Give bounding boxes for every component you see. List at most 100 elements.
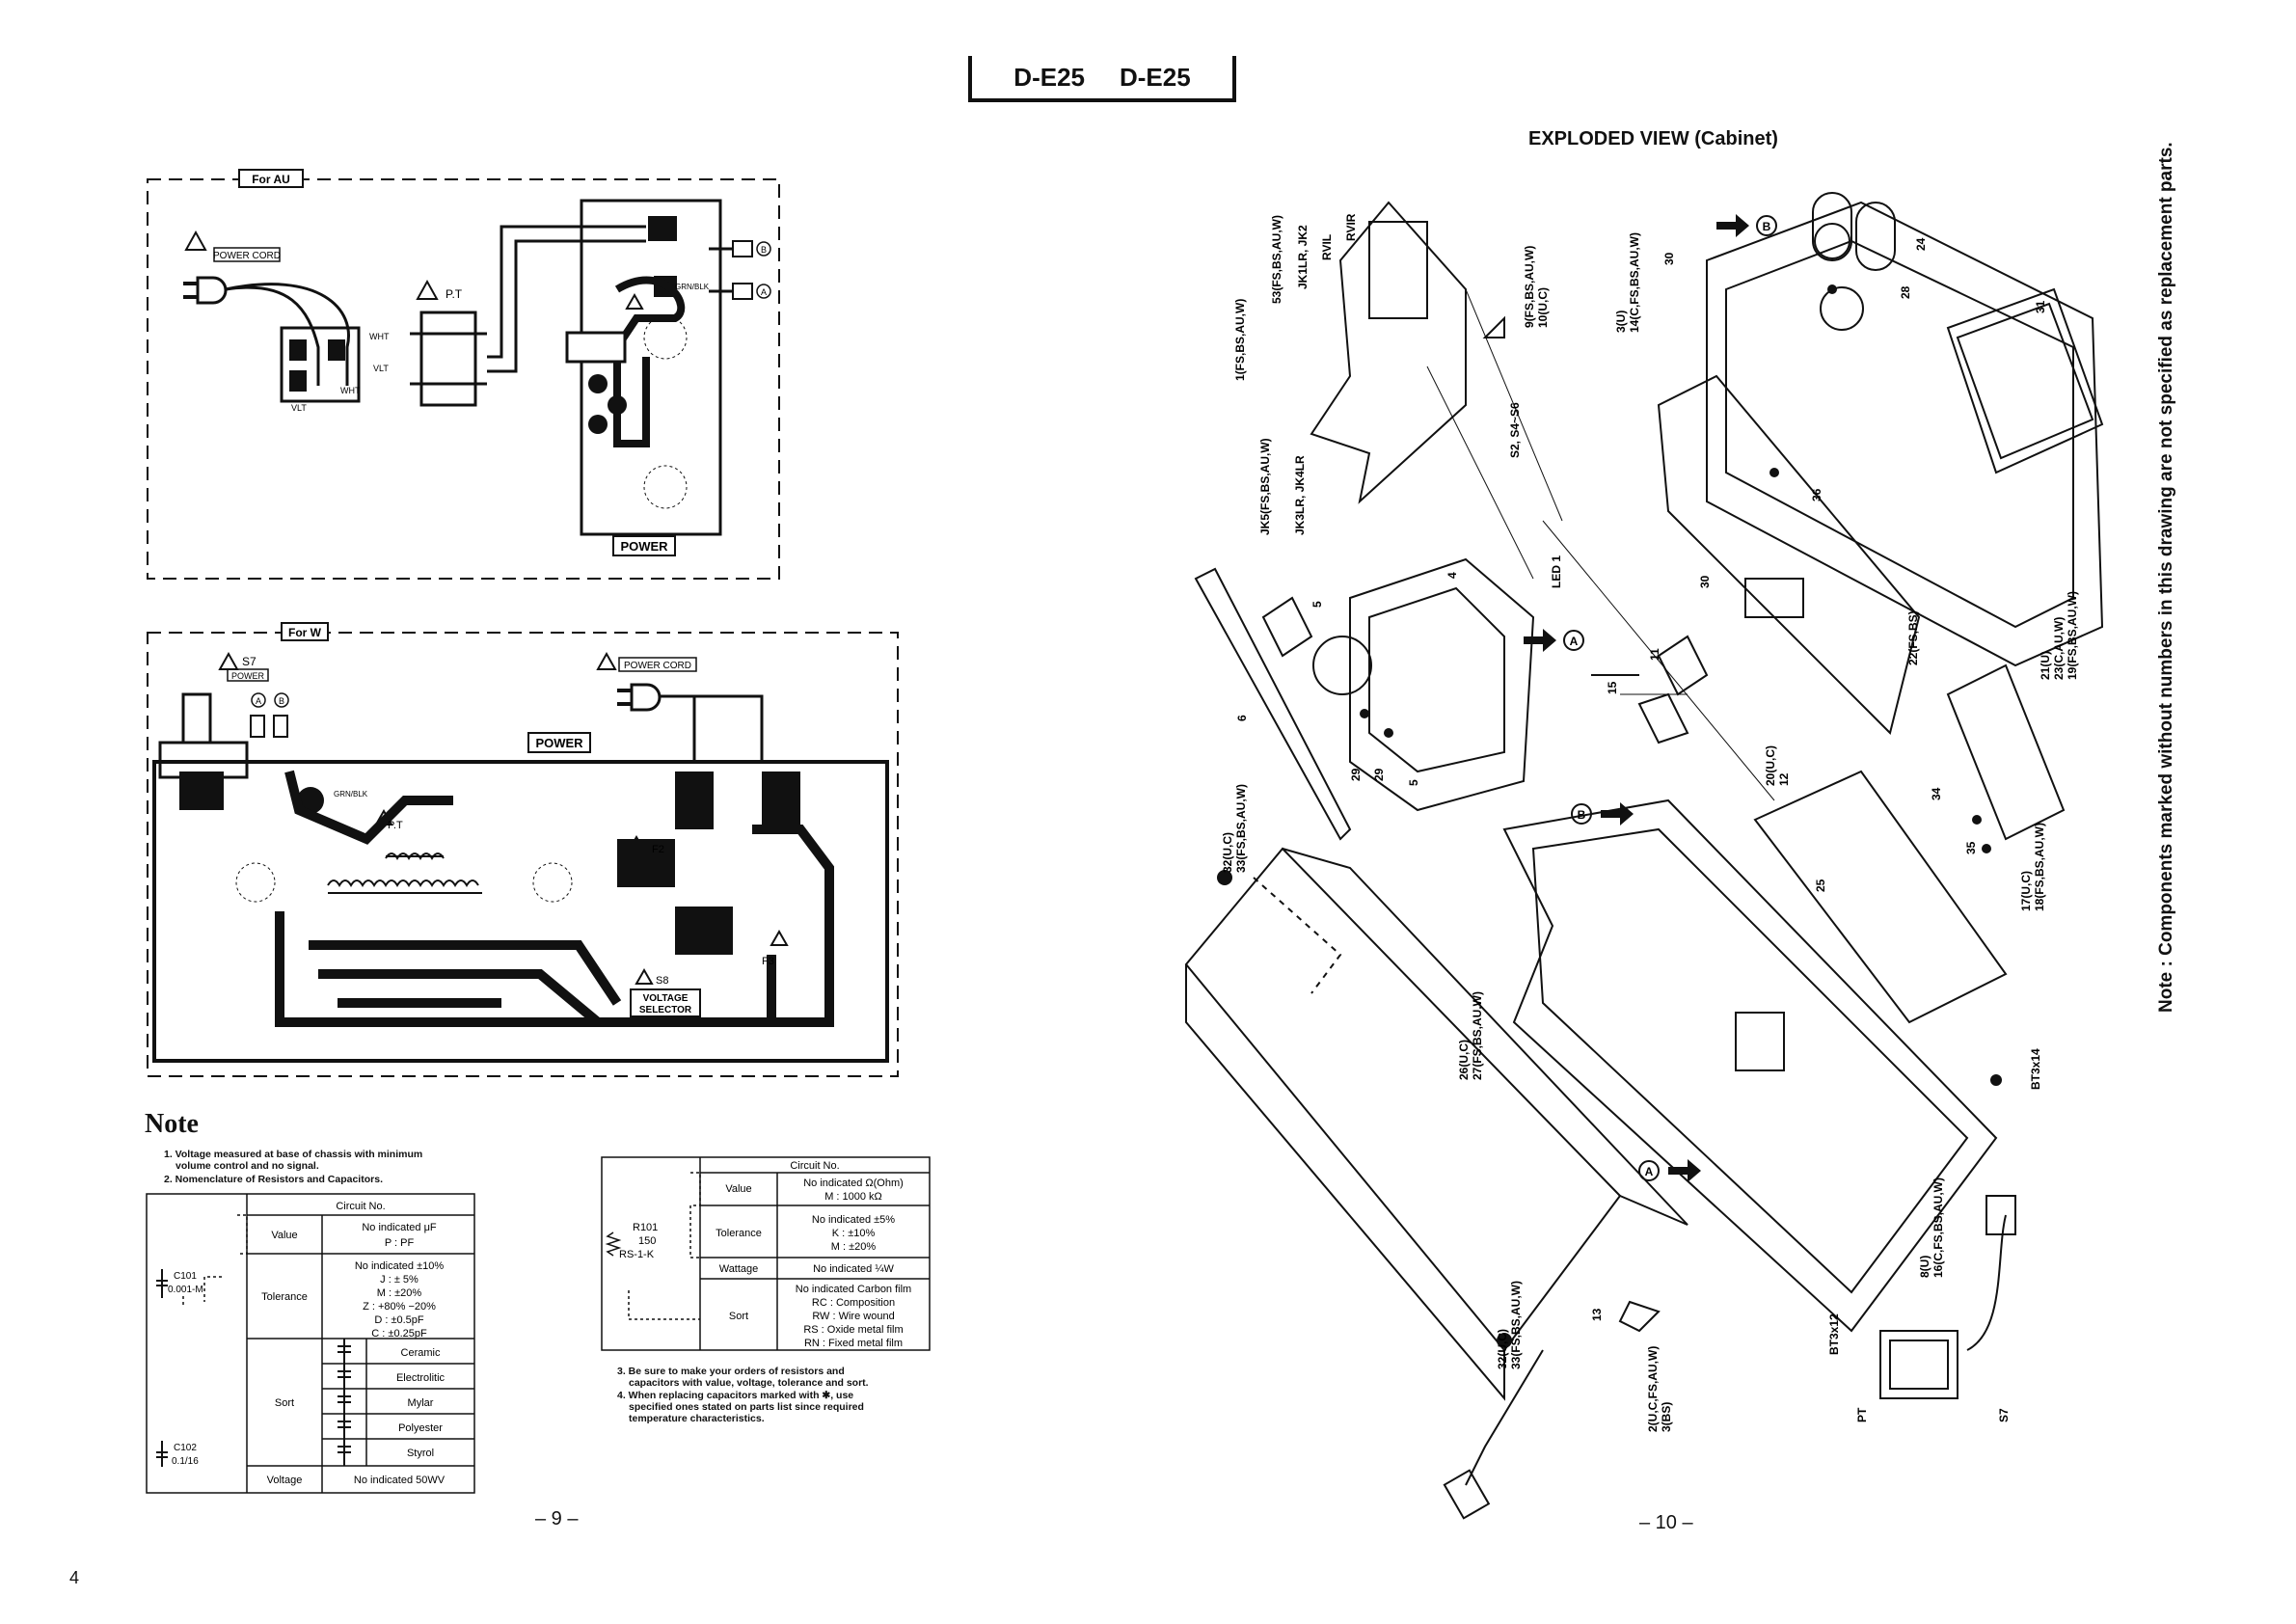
svg-text:WHT: WHT — [369, 332, 390, 341]
svg-text:Tolerance: Tolerance — [716, 1228, 762, 1239]
svg-text:JK3LR, JK4LR: JK3LR, JK4LR — [1293, 455, 1307, 535]
note-line-4b: specified ones stated on parts list sinc… — [629, 1401, 864, 1413]
plug-icon — [617, 683, 662, 712]
svg-text:No indicated Carbon film: No indicated Carbon film — [796, 1284, 911, 1295]
svg-text:30: 30 — [1698, 575, 1712, 588]
connector-a-icon: A — [709, 283, 771, 300]
svg-text:36: 36 — [1810, 488, 1823, 501]
svg-text:31: 31 — [2034, 300, 2047, 313]
au-power-label: POWER — [620, 539, 668, 554]
svg-text:24: 24 — [1914, 237, 1928, 251]
model-header: D-E25 D-E25 — [968, 56, 1236, 102]
svg-text:25: 25 — [1814, 879, 1827, 892]
svg-text:0.1/16: 0.1/16 — [172, 1456, 199, 1467]
svg-text:RN : Fixed metal film: RN : Fixed metal film — [804, 1338, 903, 1349]
svg-text:11: 11 — [1648, 648, 1661, 661]
svg-text:3(U): 3(U) — [1614, 311, 1628, 333]
arrow-icon: A — [1524, 629, 1584, 652]
svg-text:20(U,C): 20(U,C) — [1764, 745, 1777, 786]
svg-text:M : ±20%: M : ±20% — [377, 1287, 422, 1299]
svg-text:15: 15 — [1606, 681, 1619, 694]
svg-text:Wattage: Wattage — [719, 1263, 759, 1275]
svg-text:35: 35 — [1964, 841, 1978, 854]
w-pcb — [152, 760, 889, 1063]
svg-text:10(U,C): 10(U,C) — [1536, 287, 1550, 328]
resistor-table: Circuit No. Value No indicated Ω(Ohm) M … — [601, 1156, 931, 1351]
svg-text:5: 5 — [1310, 601, 1324, 608]
svg-text:F3: F3 — [762, 956, 774, 967]
note-line-4a: 4. When replacing capacitors marked with… — [617, 1390, 854, 1401]
svg-text:No indicated μF: No indicated μF — [362, 1222, 437, 1233]
svg-text:28: 28 — [1899, 285, 1912, 299]
svg-text:Polyester: Polyester — [398, 1422, 443, 1434]
svg-text:Ceramic: Ceramic — [401, 1347, 441, 1359]
svg-text:30: 30 — [1662, 252, 1676, 265]
au-tag: For AU — [252, 173, 290, 186]
capacitor-table: Circuit No. Value No indicated μF P : PF… — [146, 1193, 475, 1494]
svg-text:27(FS,BS,AU,W): 27(FS,BS,AU,W) — [1471, 991, 1484, 1080]
svg-text:P : PF: P : PF — [385, 1237, 415, 1249]
svg-text:Value: Value — [271, 1230, 297, 1241]
svg-text:P.T: P.T — [388, 820, 403, 831]
au-pcb — [580, 199, 722, 536]
w-box-frame — [147, 632, 899, 1077]
svg-text:PT: PT — [1855, 1407, 1869, 1422]
svg-text:9(FS,BS,AU,W): 9(FS,BS,AU,W) — [1523, 246, 1536, 328]
svg-text:33(FS,BS,AU,W): 33(FS,BS,AU,W) — [1234, 784, 1248, 873]
svg-text:SELECTOR: SELECTOR — [639, 1005, 692, 1015]
svg-text:RVIR: RVIR — [1344, 213, 1358, 241]
svg-text:WHT: WHT — [340, 386, 361, 395]
svg-text:B: B — [279, 696, 284, 706]
svg-text:BT3x14: BT3x14 — [2029, 1048, 2042, 1090]
svg-text:C102: C102 — [174, 1443, 197, 1453]
svg-text:1(FS,BS,AU,W): 1(FS,BS,AU,W) — [1233, 299, 1247, 381]
replacement-parts-note: Note : Components marked without numbers… — [2156, 142, 2176, 1013]
svg-text:GRN/BLK: GRN/BLK — [675, 283, 710, 291]
svg-text:B: B — [1763, 220, 1771, 233]
svg-text:No indicated ±5%: No indicated ±5% — [812, 1214, 895, 1226]
voltage-selector-box — [630, 988, 701, 1017]
svg-text:12: 12 — [1777, 772, 1791, 786]
svg-text:RS : Oxide metal film: RS : Oxide metal film — [803, 1324, 903, 1336]
svg-text:18(FS,BS,AU,W): 18(FS,BS,AU,W) — [2033, 823, 2046, 911]
svg-text:8(U): 8(U) — [1918, 1256, 1931, 1278]
corner-page-number: 4 — [69, 1568, 80, 1587]
svg-text:34: 34 — [1930, 787, 1943, 800]
model-left: D-E25 — [1013, 62, 1085, 92]
au-box-frame — [147, 178, 780, 580]
svg-text:14(C,FS,BS,AU,W): 14(C,FS,BS,AU,W) — [1628, 232, 1641, 333]
w-power-cord-label: POWER CORD — [624, 661, 691, 671]
svg-text:No indicated 50WV: No indicated 50WV — [354, 1475, 446, 1486]
svg-text:Sort: Sort — [729, 1311, 748, 1322]
svg-text:RW : Wire wound: RW : Wire wound — [812, 1311, 894, 1322]
svg-text:5: 5 — [1407, 779, 1420, 786]
svg-text:JK5(FS,BS,AU,W): JK5(FS,BS,AU,W) — [1258, 438, 1272, 535]
svg-text:23(C,AU,W): 23(C,AU,W) — [2052, 617, 2066, 680]
svg-text:F2: F2 — [652, 844, 664, 855]
svg-text:0.001-M: 0.001-M — [168, 1285, 203, 1295]
svg-text:B: B — [761, 245, 767, 255]
connector-b-icon: B — [709, 240, 771, 257]
resistor-symbol-icon — [605, 1232, 622, 1257]
svg-text:Tolerance: Tolerance — [261, 1291, 308, 1303]
svg-text:VOLTAGE: VOLTAGE — [643, 993, 689, 1004]
svg-text:33(FS,BS,AU,W): 33(FS,BS,AU,W) — [1509, 1281, 1523, 1369]
svg-text:Voltage: Voltage — [267, 1475, 303, 1486]
svg-text:S7: S7 — [1997, 1408, 2011, 1422]
svg-text:3(BS): 3(BS) — [1660, 1402, 1673, 1432]
svg-text:Styrol: Styrol — [407, 1448, 434, 1459]
note-line-3b: capacitors with value, voltage, toleranc… — [629, 1377, 869, 1389]
w-s7-label: S7 — [242, 655, 257, 668]
note-line-3a: 3. Be sure to make your orders of resist… — [617, 1366, 845, 1377]
svg-text:21(U): 21(U) — [2039, 651, 2052, 680]
w-power-label: POWER — [535, 736, 583, 750]
arrow-icon: A — [1638, 1159, 1701, 1182]
svg-text:J : ± 5%: J : ± 5% — [380, 1274, 419, 1286]
svg-text:A: A — [256, 696, 261, 706]
svg-text:POWER: POWER — [231, 671, 265, 681]
terminal-block-icon — [280, 326, 361, 403]
svg-text:6: 6 — [1235, 715, 1249, 721]
arrow-icon: B — [1716, 214, 1777, 237]
svg-text:S8: S8 — [656, 975, 668, 987]
